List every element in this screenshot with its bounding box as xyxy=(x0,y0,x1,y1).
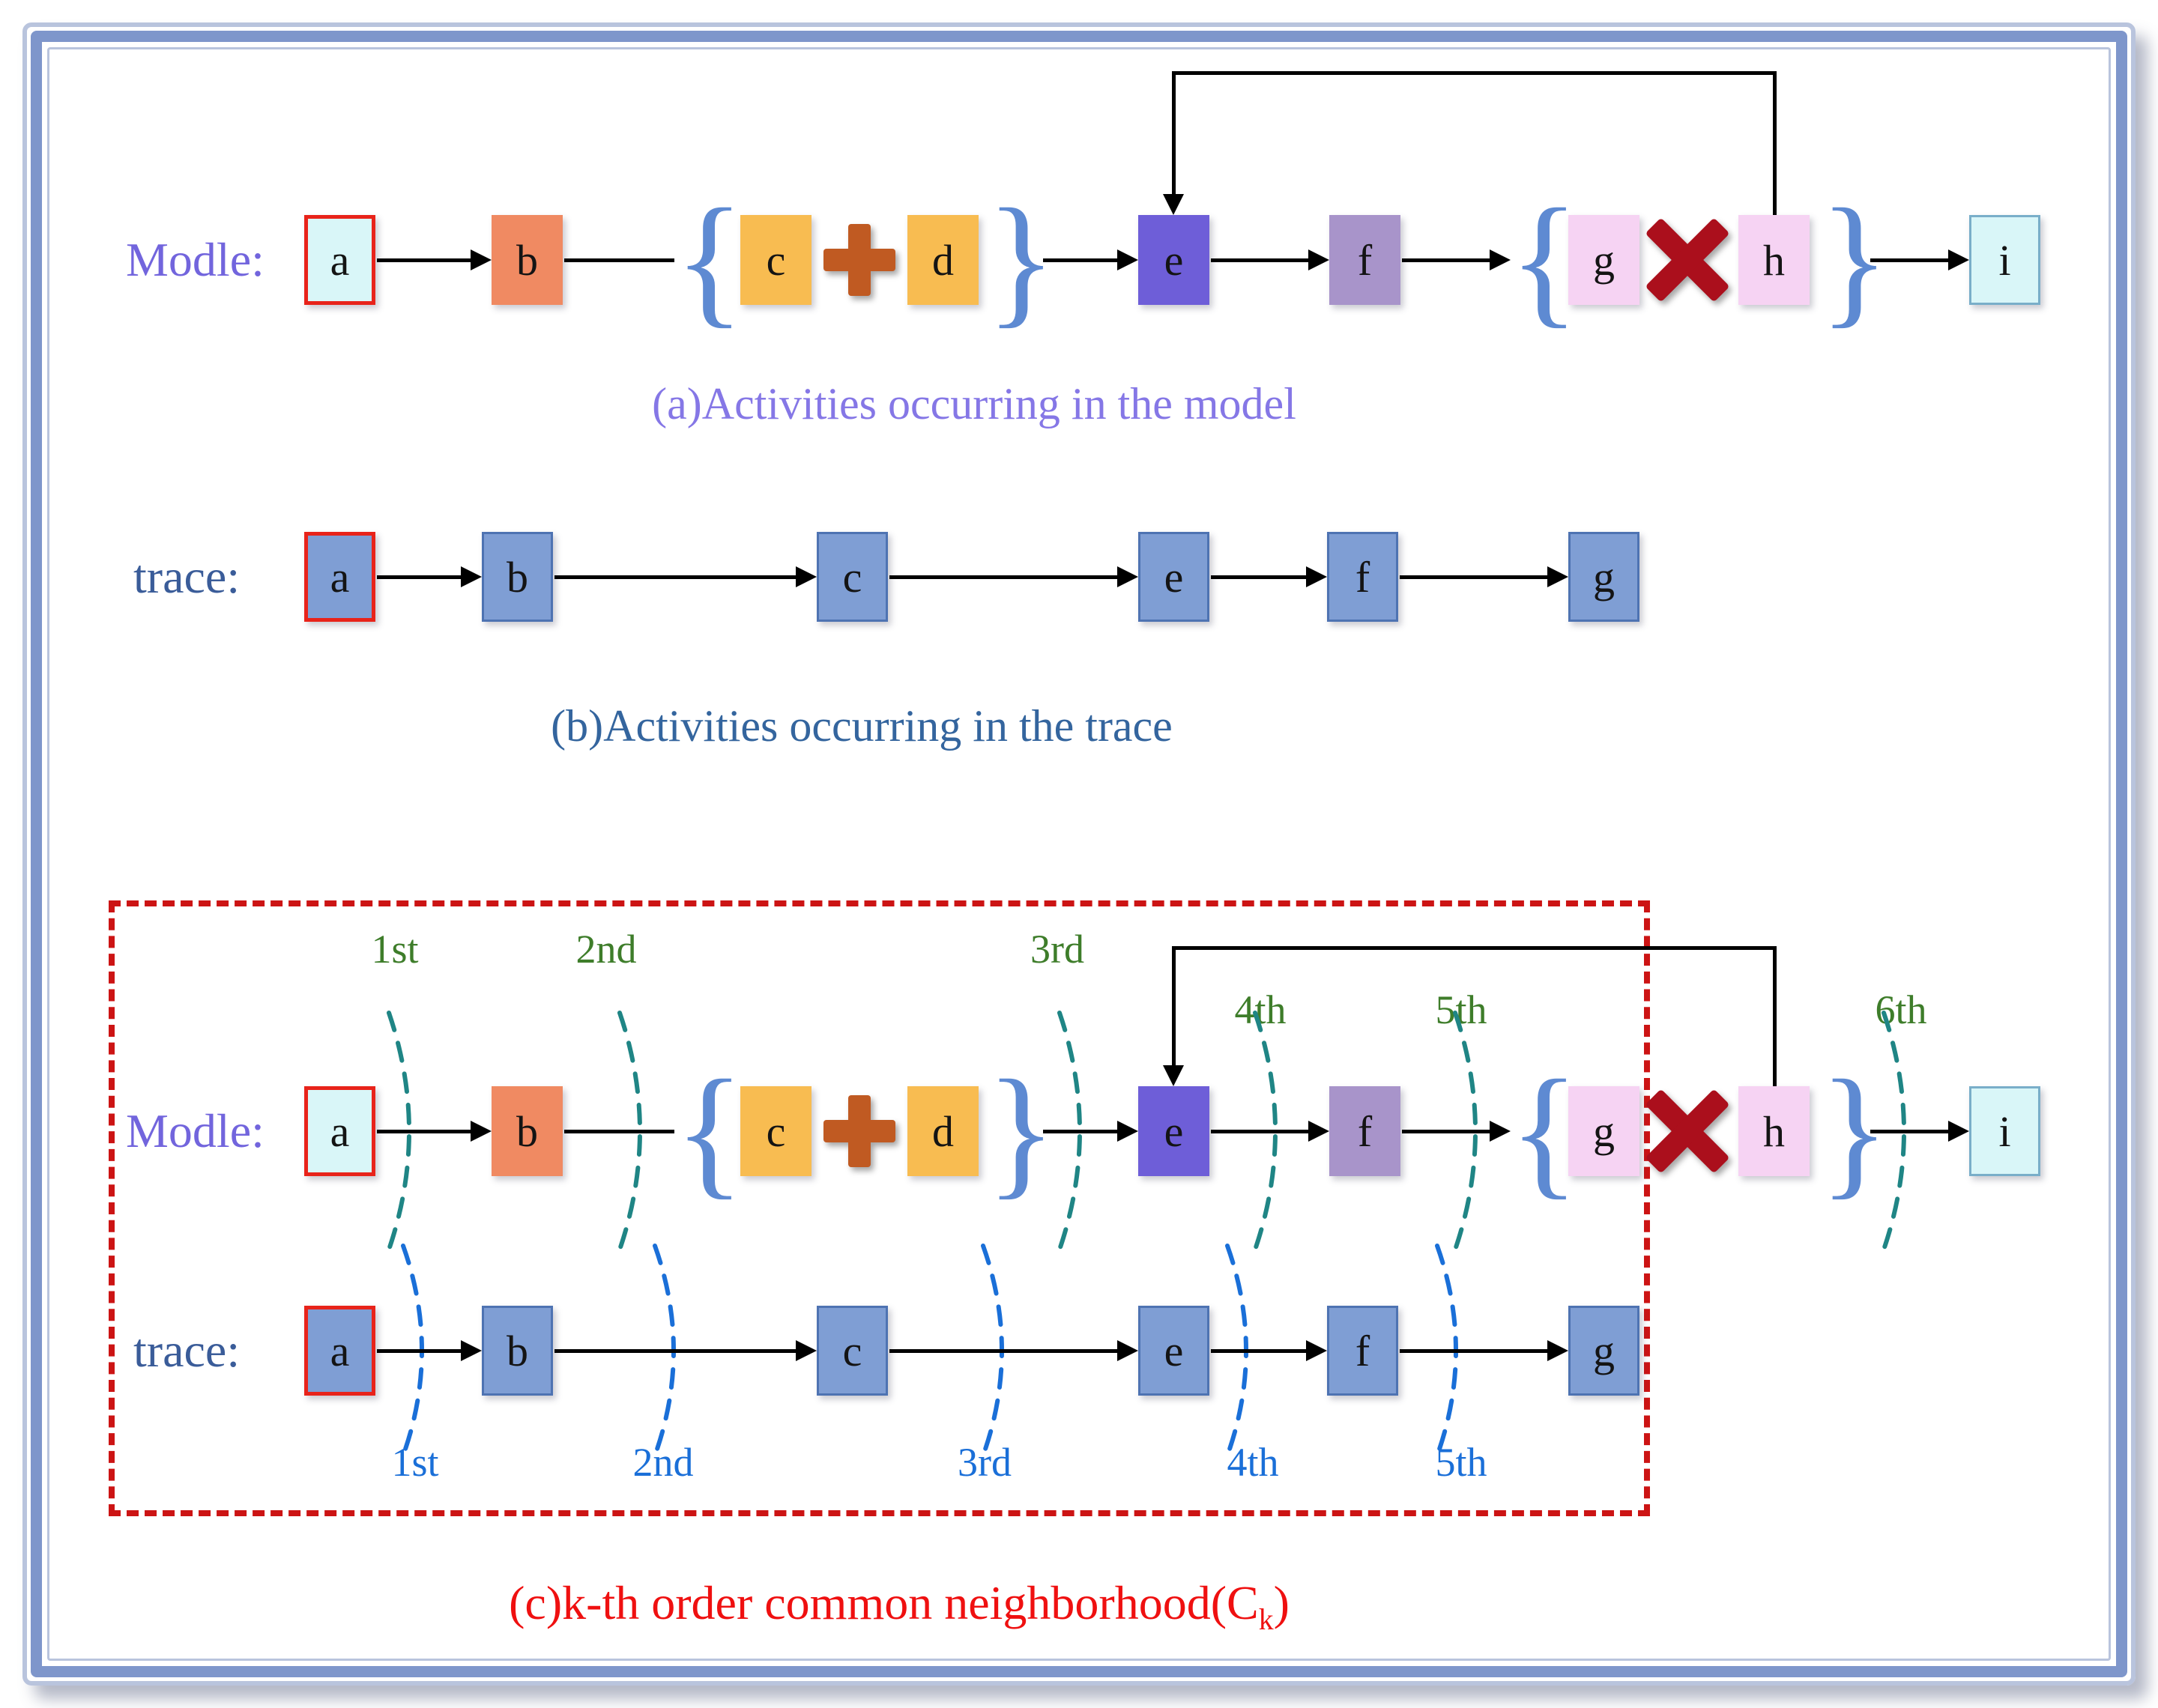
loop-back-arrowhead xyxy=(1163,1065,1184,1086)
model-order-label: 1st xyxy=(371,927,419,972)
model-order-arc xyxy=(617,1011,642,1252)
model-activity-b: b xyxy=(492,1086,563,1176)
loop-back-arrowhead xyxy=(1163,194,1184,215)
model-row-label: Modle: xyxy=(126,233,265,286)
trace-row-label: trace: xyxy=(133,550,241,603)
trace-activity-e: e xyxy=(1138,1306,1209,1396)
trace-activity-f: f xyxy=(1327,1306,1398,1396)
flow-arrow xyxy=(377,1121,492,1142)
caption-c-close: ) xyxy=(1273,1576,1290,1629)
model-activity-i: i xyxy=(1969,215,2040,305)
trace-activity-b: b xyxy=(482,532,553,622)
model-activity-f: f xyxy=(1329,1086,1400,1176)
model-activity-b: b xyxy=(492,215,563,305)
flow-arrow xyxy=(377,1340,482,1361)
model-order-arc xyxy=(1882,1011,1906,1252)
flow-arrow xyxy=(1402,249,1511,270)
loop-back-arrow xyxy=(1172,946,1176,1065)
model-activity-a: a xyxy=(304,215,375,305)
flow-arrow xyxy=(1043,249,1138,270)
trace-activity-b: b xyxy=(482,1306,553,1396)
model-order-arc xyxy=(387,1011,411,1252)
model-activity-e: e xyxy=(1138,215,1209,305)
trace-activity-g: g xyxy=(1568,532,1639,622)
trace-activity-c: c xyxy=(817,532,888,622)
caption-a: (a)Activities occurring in the model xyxy=(652,379,1296,428)
trace-row-label: trace: xyxy=(133,1324,241,1377)
common-neighborhood-box xyxy=(109,900,1650,1516)
flow-arrow xyxy=(1211,1121,1329,1142)
model-activity-f: f xyxy=(1329,215,1400,305)
flow-arrow xyxy=(1211,566,1327,587)
flow-arrow xyxy=(1043,1121,1138,1142)
trace-activity-f: f xyxy=(1327,532,1398,622)
outer-frame xyxy=(22,22,2136,1686)
caption-b: (b)Activities occurring in the trace xyxy=(551,701,1173,751)
flow-arrow xyxy=(1400,1340,1568,1361)
model-activity-g: g xyxy=(1568,1086,1639,1176)
flow-arrow xyxy=(1402,1121,1511,1142)
brace-open-icon: { xyxy=(1509,1050,1580,1212)
model-order-arc xyxy=(1057,1011,1082,1252)
flow-arrow xyxy=(1870,1121,1969,1142)
flow-arrow xyxy=(377,249,492,270)
loop-back-arrow xyxy=(1773,946,1777,1086)
flow-arrow xyxy=(1211,249,1329,270)
trace-activity-a: a xyxy=(304,532,375,622)
loop-back-arrow xyxy=(1773,71,1777,215)
flow-arrow xyxy=(889,566,1138,587)
frame-border xyxy=(31,31,2127,1677)
flow-line xyxy=(564,258,674,262)
flow-arrow xyxy=(1211,1340,1327,1361)
brace-open-icon: { xyxy=(1509,179,1580,341)
model-activity-a: a xyxy=(304,1086,375,1176)
trace-order-label: 2nd xyxy=(632,1440,694,1485)
loop-back-arrow xyxy=(1173,71,1777,75)
trace-activity-c: c xyxy=(817,1306,888,1396)
brace-open-icon: { xyxy=(674,1050,745,1212)
model-activity-i: i xyxy=(1969,1086,2040,1176)
flow-arrow xyxy=(1870,249,1969,270)
model-activity-d: d xyxy=(907,1086,979,1176)
model-activity-d: d xyxy=(907,215,979,305)
trace-order-label: 1st xyxy=(391,1440,439,1485)
model-activity-g: g xyxy=(1568,215,1639,305)
model-activity-h: h xyxy=(1738,1086,1810,1176)
trace-order-label: 3rd xyxy=(958,1440,1012,1485)
model-order-label: 3rd xyxy=(1030,927,1084,972)
trace-activity-a: a xyxy=(304,1306,375,1396)
flow-arrow xyxy=(377,566,482,587)
trace-activity-e: e xyxy=(1138,532,1209,622)
plus-icon xyxy=(823,224,895,296)
trace-order-label: 4th xyxy=(1227,1440,1279,1485)
flow-arrow xyxy=(889,1340,1138,1361)
model-order-arc xyxy=(1453,1011,1478,1252)
flow-arrow xyxy=(1400,566,1568,587)
brace-open-icon: { xyxy=(674,179,745,341)
trace-order-label: 5th xyxy=(1435,1440,1487,1485)
model-activity-h: h xyxy=(1738,215,1810,305)
inner-frame xyxy=(47,47,2111,1661)
flow-arrow xyxy=(554,1340,817,1361)
model-order-label: 2nd xyxy=(575,927,637,972)
flow-line xyxy=(564,1130,674,1133)
cross-icon xyxy=(1644,1088,1731,1175)
loop-back-arrow xyxy=(1172,71,1176,196)
model-order-label: 5th xyxy=(1435,987,1487,1032)
caption-c-text: (c)k-th order common neighborhood(C xyxy=(509,1576,1259,1629)
caption-c-subscript: k xyxy=(1258,1602,1274,1636)
model-activity-c: c xyxy=(740,1086,811,1176)
trace-activity-g: g xyxy=(1568,1306,1639,1396)
model-row-label: Modle: xyxy=(126,1104,265,1157)
plus-icon xyxy=(823,1095,895,1167)
loop-back-arrow xyxy=(1173,946,1777,950)
caption-c: (c)k-th order common neighborhood(Ck) xyxy=(262,1579,1536,1644)
flow-arrow xyxy=(554,566,817,587)
model-order-arc xyxy=(1253,1011,1278,1252)
cross-icon xyxy=(1644,216,1731,303)
model-order-label: 6th xyxy=(1875,987,1927,1032)
model-activity-c: c xyxy=(740,215,811,305)
model-activity-e: e xyxy=(1138,1086,1209,1176)
